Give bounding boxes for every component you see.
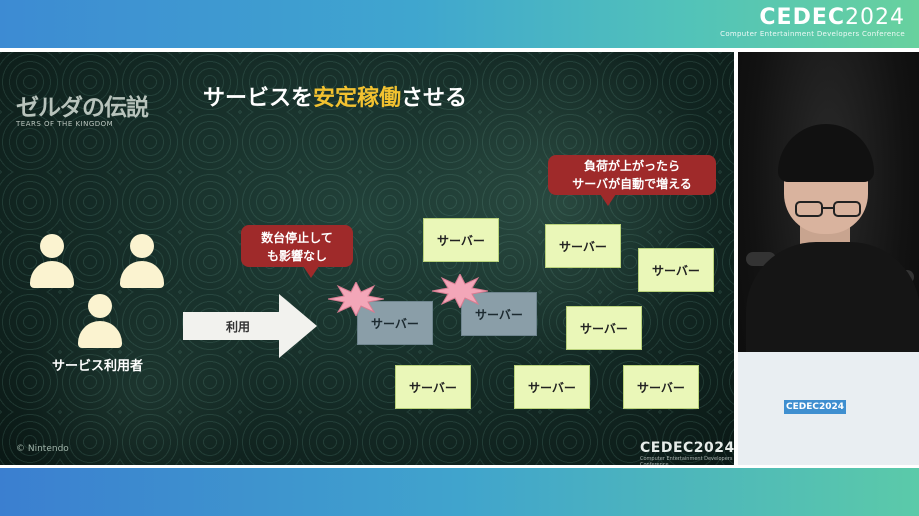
laptop-sticker: CEDEC2024 bbox=[784, 400, 846, 414]
server-box-active: サーバー bbox=[395, 365, 471, 409]
server-box-active: サーバー bbox=[566, 306, 642, 350]
server-box-active: サーバー bbox=[423, 218, 499, 262]
presentation-slide: ゼルダの伝説 TEARS OF THE KINGDOM サービスを安定稼働させる… bbox=[0, 52, 734, 465]
copyright-text: © Nintendo bbox=[16, 444, 69, 454]
server-box-active: サーバー bbox=[638, 248, 714, 292]
event-header-bar: CEDEC2024 Computer Entertainment Develop… bbox=[0, 0, 919, 48]
user-icon bbox=[118, 234, 166, 290]
slide-cedec-logo: CEDEC2024 Computer Entertainment Develop… bbox=[640, 440, 734, 465]
laptop: CEDEC2024 bbox=[738, 352, 919, 465]
speech-bubble-failover: 数台停止して も影響なし bbox=[241, 225, 353, 278]
slide-title: サービスを安定稼働させる bbox=[203, 86, 468, 111]
cedec-logo-subtitle: Computer Entertainment Developers Confer… bbox=[720, 30, 905, 38]
glasses-icon bbox=[795, 201, 861, 217]
zelda-logo: ゼルダの伝説 TEARS OF THE KINGDOM bbox=[16, 94, 149, 128]
user-icon bbox=[28, 234, 76, 290]
failure-burst-icon bbox=[432, 274, 488, 308]
usage-arrow bbox=[183, 294, 317, 358]
event-footer-bar bbox=[0, 468, 919, 516]
server-box-active: サーバー bbox=[514, 365, 590, 409]
user-icon bbox=[76, 294, 124, 350]
cedec-logo: CEDEC2024 Computer Entertainment Develop… bbox=[720, 5, 905, 39]
usage-arrow-label: 利用 bbox=[226, 320, 251, 334]
server-box-active: サーバー bbox=[545, 224, 621, 268]
server-box-active: サーバー bbox=[623, 365, 699, 409]
speaker-camera-feed: CEDEC2024 bbox=[738, 52, 919, 465]
speech-bubble-autoscale: 負荷が上がったら サーバが自動で増える bbox=[548, 155, 716, 206]
users-label: サービス利用者 bbox=[52, 359, 144, 374]
failure-burst-icon bbox=[328, 282, 384, 316]
